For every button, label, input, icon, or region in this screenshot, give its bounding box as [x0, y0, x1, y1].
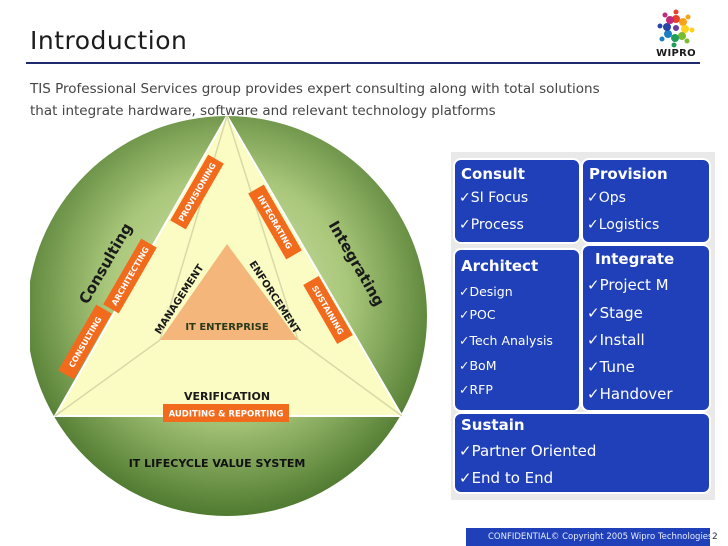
- architect-item: ✓Tech Analysis: [459, 333, 553, 348]
- it-enterprise-label: IT ENTERPRISE: [185, 322, 269, 333]
- intro-paragraph: TIS Professional Services group provides…: [30, 78, 710, 122]
- provision-item: ✓Logistics: [587, 217, 660, 233]
- sustain-title: Sustain: [461, 416, 525, 434]
- provision-item: ✓Ops: [587, 190, 626, 206]
- consult-item: ✓Process: [459, 217, 524, 233]
- integrate-item: ✓Handover: [587, 385, 673, 403]
- architect-item: ✓POC: [459, 307, 496, 322]
- provisioning-band: [170, 154, 224, 230]
- intro-line-2: that integrate hardware, software and re…: [30, 103, 496, 119]
- intro-line-1: TIS Professional Services group provides…: [30, 81, 600, 97]
- slide-title: Introduction: [30, 26, 188, 55]
- lifecycle-diagram: CONSULTING ARCHITECTING PROVISIONING INT…: [30, 116, 427, 516]
- page-number: 2: [712, 532, 718, 542]
- wipro-logo-text: WIPRO: [656, 48, 696, 59]
- architect-item: ✓RFP: [459, 382, 493, 397]
- architect-item: ✓Design: [459, 284, 513, 299]
- sustaining-band: [303, 276, 353, 344]
- auditing-band: [163, 404, 289, 422]
- footer-copyright: CONFIDENTIAL© Copyright 2005 Wipro Techn…: [466, 528, 712, 546]
- sustain-box: Sustain ✓Partner Oriented ✓End to End: [453, 412, 711, 494]
- title-underline: [26, 62, 700, 64]
- consult-box: Consult ✓SI Focus ✓Process: [453, 158, 581, 244]
- consulting-band: [58, 304, 112, 380]
- architect-title: Architect: [461, 257, 539, 275]
- lifecycle-label: IT LIFECYCLE VALUE SYSTEM: [129, 457, 306, 470]
- consult-item: ✓SI Focus: [459, 190, 529, 206]
- integrate-item: ✓Project M: [587, 276, 669, 294]
- wipro-logo: [657, 9, 695, 48]
- consult-title: Consult: [461, 165, 525, 183]
- sustain-item: ✓End to End: [459, 469, 554, 487]
- integrate-box: Integrate ✓Project M ✓Stage ✓Install ✓Tu…: [581, 244, 711, 412]
- architect-box: Architect ✓Design ✓POC ✓Tech Analysis ✓B…: [453, 248, 581, 412]
- inner-triangle: [160, 244, 298, 340]
- verification-label: VERIFICATION: [184, 390, 270, 403]
- integrate-item: ✓Install: [587, 331, 645, 349]
- integrate-item: ✓Stage: [587, 304, 643, 322]
- architecting-band: [103, 238, 157, 314]
- sustain-item: ✓Partner Oriented: [459, 442, 597, 460]
- provision-title: Provision: [589, 165, 668, 183]
- provision-box: Provision ✓Ops ✓Logistics: [581, 158, 711, 244]
- architect-item: ✓BoM: [459, 358, 497, 373]
- integrating-band: [248, 184, 302, 260]
- integrate-title: Integrate: [595, 250, 675, 268]
- integrate-item: ✓Tune: [587, 358, 635, 376]
- auditing-label: AUDITING & REPORTING: [169, 410, 284, 420]
